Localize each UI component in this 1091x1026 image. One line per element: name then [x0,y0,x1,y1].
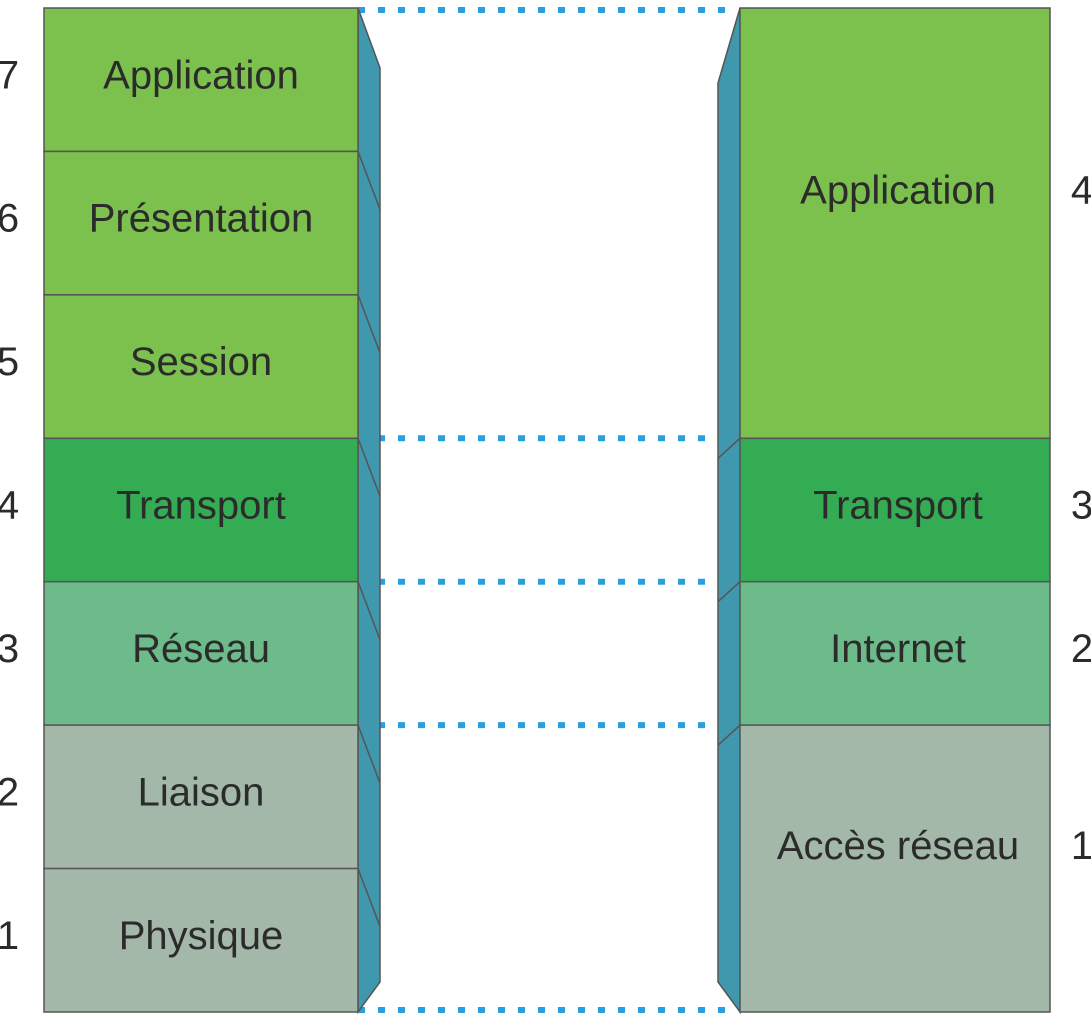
osi-layer-transport-side-edge [357,438,381,497]
osi-layer-reseau: Réseau 3 [0,580,381,726]
osi-layer-transport: Transport 4 [0,437,381,583]
tcpip-layer-internet-box [739,580,1051,726]
osi-layer-presentation-number: 6 [0,197,19,241]
tcpip-layer-application-number: 4 [1071,169,1091,213]
osi-layer-liaison-box [43,724,359,870]
osi-layer-liaison-label: Liaison [138,770,265,814]
osi-layer-session: Session 5 [0,294,381,440]
osi-layer-application: Application 7 [0,7,359,153]
tcpip-layer-internet-side-edge [717,581,741,603]
osi-layer-physique: Physique 1 [0,867,381,1013]
tcpip-layer-internet-number: 2 [1071,627,1091,671]
osi-layer-physique-side-edge [357,868,381,927]
tcpip-layer-application: Application 4 [739,7,1091,440]
osi-layer-liaison-side-edge [357,724,381,784]
osi-layer-application-label: Application [103,53,299,97]
correspondence-lines [358,7,728,1013]
tcpip-layer-internet-label: Internet [830,627,966,671]
osi-layer-presentation: Présentation 6 [0,150,381,296]
tcpip-layer-transport-number: 3 [1071,484,1091,528]
tcpip-layer-transport-label: Transport [813,484,983,528]
tcpip-layer-application-label: Application [800,169,996,213]
tcpip-layer-acces-reseau-side-edge [717,724,741,746]
osi-layer-reseau-label: Réseau [132,627,270,671]
tcpip-layer-transport-side-edge [717,437,741,459]
tcpip-layer-application-box [739,7,1051,440]
tcpip-layer-acces-reseau-number: 1 [1071,824,1091,868]
osi-layer-physique-box [43,867,359,1013]
osi-layer-presentation-box [43,150,359,296]
osi-layer-session-number: 5 [0,340,19,384]
osi-layer-transport-box [43,437,359,583]
tcpip-stack-side-face [717,7,741,1015]
osi-layer-reseau-side-edge [357,581,381,640]
osi-layer-presentation-side-edge [357,151,381,210]
osi-layer-session-box [43,294,359,440]
osi-layer-session-label: Session [130,340,272,384]
osi-layer-physique-number: 1 [0,914,19,958]
osi-layer-reseau-number: 3 [0,627,19,671]
osi-layer-transport-label: Transport [116,484,286,528]
osi-layer-liaison: Liaison 2 [0,724,381,870]
osi-layer-transport-number: 4 [0,484,19,528]
osi-layer-liaison-number: 2 [0,770,19,814]
osi-layer-application-number: 7 [0,53,19,97]
tcpip-layer-internet: Internet 2 [717,580,1091,726]
tcpip-layer-transport: Transport 3 [717,437,1091,583]
tcpip-layer-acces-reseau: Accès réseau 1 [717,724,1091,1013]
tcpip-layer-transport-box [739,437,1051,583]
tcpip-layer-acces-reseau-box [739,724,1051,1013]
osi-layer-physique-label: Physique [119,914,284,958]
osi-layer-presentation-label: Présentation [89,197,314,241]
tcpip-layer-acces-reseau-label: Accès réseau [777,824,1019,868]
osi-layer-session-side-edge [357,294,381,354]
